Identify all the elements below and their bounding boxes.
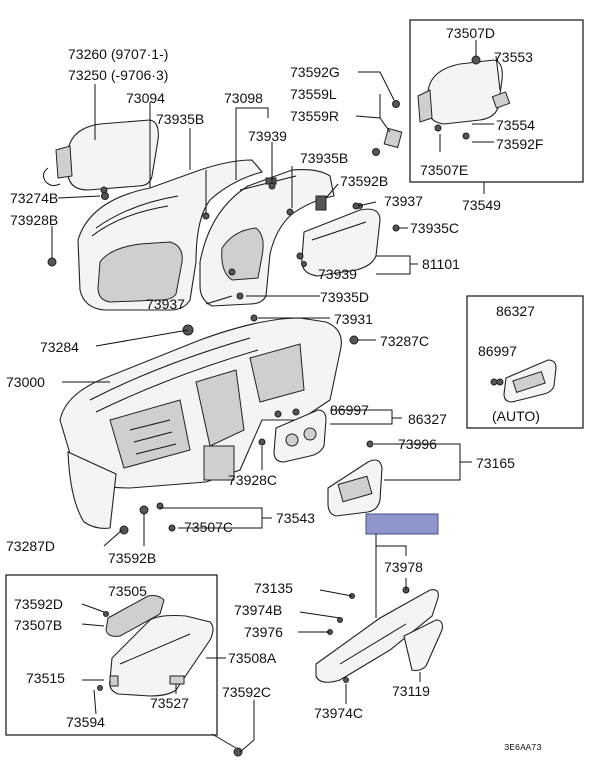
label-73554: 73554 (496, 117, 535, 133)
label-73592B: 73592B (340, 173, 388, 189)
passenger-airbag-drawing (417, 55, 511, 140)
label-73515: 73515 (26, 670, 65, 686)
label-73974B: 73974B (234, 602, 282, 618)
label-73559R: 73559R (290, 108, 339, 124)
label-73928B: 73928B (10, 212, 58, 228)
label-73937: 73937 (384, 193, 423, 209)
label-86997: 86997 (478, 343, 517, 359)
center-bezel-drawing (327, 440, 383, 517)
label-73935D: 73935D (320, 289, 369, 305)
label-73098: 73098 (224, 90, 263, 106)
label-73931: 73931 (334, 311, 373, 327)
label-73935B: 73935B (156, 111, 204, 127)
label-73935C: 73935C (410, 220, 459, 236)
label-73939: 73939 (248, 128, 287, 144)
label-73260: 73260 (9707·1-) (68, 46, 168, 62)
auto-climate-panel-drawing (496, 359, 557, 403)
airbag-group-box (409, 19, 584, 183)
label-73508A: 73508A (228, 650, 277, 666)
label-73000: 73000 (6, 374, 45, 390)
airbag-module-drawing (42, 119, 159, 194)
label-73507C: 73507C (184, 519, 233, 535)
label-73592D: 73592D (14, 596, 63, 612)
label-73274B: 73274B (10, 190, 58, 206)
lower-panel-drawing (315, 586, 443, 683)
label-86327-2: 86327 (408, 411, 447, 427)
label-73507B: 73507B (14, 617, 62, 633)
label-73996: 73996 (398, 436, 437, 452)
label-73937-2: 73937 (146, 296, 185, 312)
label-81101: 81101 (422, 256, 460, 272)
label-73553: 73553 (494, 49, 533, 65)
part-labels: 73260 (9707·1-) 73250 (-9706·3) 73094 73… (6, 25, 543, 753)
label-73119: 73119 (392, 683, 430, 699)
auto-climate-box (466, 295, 584, 429)
label-73507E: 73507E (420, 162, 468, 178)
label-73592G: 73592G (290, 64, 340, 80)
label-73527: 73527 (150, 695, 189, 711)
highlight-marker (365, 513, 439, 535)
label-73592C: 73592C (222, 684, 271, 700)
label-73976: 73976 (244, 624, 283, 640)
climate-control-drawing (273, 409, 327, 463)
label-73592B-2: 73592B (108, 550, 156, 566)
side-pocket-drawing (301, 203, 381, 277)
airbag-bracket-drawing (372, 100, 403, 156)
label-73094: 73094 (126, 90, 165, 106)
label-73935B-2: 73935B (300, 150, 348, 166)
label-73939-2: 73939 (318, 266, 357, 282)
label-73974C: 73974C (314, 705, 363, 721)
label-73549: 73549 (462, 197, 501, 213)
label-73250: 73250 (-9706·3) (68, 67, 168, 83)
fasteners-drawing (47, 182, 498, 757)
label-73287C: 73287C (380, 333, 429, 349)
diagram-code: 3E6AA73 (504, 743, 542, 753)
glove-box-drawing (97, 595, 214, 697)
label-73928C: 73928C (228, 472, 277, 488)
label-73559L: 73559L (290, 86, 337, 102)
label-73287D: 73287D (6, 538, 55, 554)
cluster-hood-drawing (77, 159, 263, 311)
label-86327: 86327 (496, 303, 535, 319)
glove-box-group-box (5, 574, 218, 736)
label-73284: 73284 (40, 339, 79, 355)
leader-lines (51, 40, 501, 753)
label-73592F: 73592F (496, 136, 543, 152)
label-73978: 73978 (384, 559, 423, 575)
label-73505: 73505 (108, 583, 147, 599)
instrument-panel-drawing (59, 317, 359, 529)
label-73165: 73165 (476, 455, 515, 471)
label-73543: 73543 (276, 510, 315, 526)
label-73594: 73594 (66, 714, 105, 730)
label-auto: (AUTO) (492, 408, 540, 424)
label-73507D: 73507D (446, 25, 495, 41)
label-73135: 73135 (254, 580, 293, 596)
label-86997-2: 86997 (330, 402, 369, 418)
